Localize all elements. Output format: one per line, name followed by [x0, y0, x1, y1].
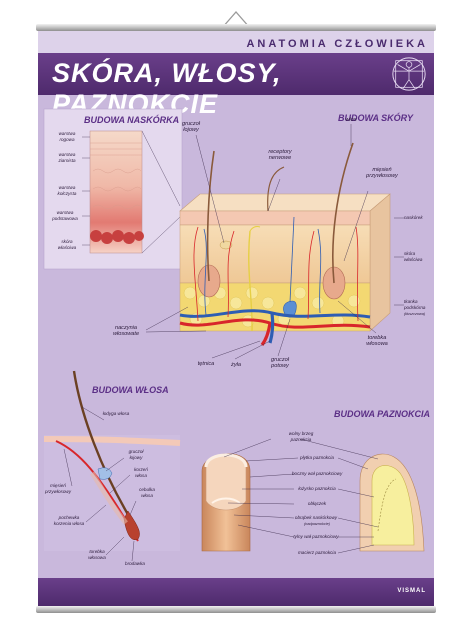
- label-hair-shaft: łodyga włosa: [102, 411, 130, 416]
- label-epidermis-layer: naskórek: [404, 215, 423, 220]
- hanging-cord: [221, 11, 251, 29]
- skin-side: [369, 193, 391, 332]
- label-arrector-muscle: mięsień przywłosowy: [366, 167, 398, 179]
- sebaceous-gland: [219, 240, 233, 250]
- hair-shaft-left: [206, 150, 215, 282]
- nail-plate: [205, 454, 247, 511]
- label-dermis-layer: skóra właściwa: [404, 251, 423, 262]
- label-hair-follicle: torebka włosowa: [366, 335, 388, 347]
- label-lateral-fold: boczny wał paznokciowy: [292, 471, 343, 476]
- label-vein: żyła: [231, 362, 241, 368]
- skin-block: [145, 124, 404, 360]
- top-rail: [36, 24, 436, 31]
- hair-panel: [43, 370, 181, 562]
- capillaries-blue: [203, 228, 322, 316]
- capillaries-red: [193, 226, 359, 322]
- label-lunula: obłączek: [307, 501, 327, 506]
- lunula: [211, 497, 241, 504]
- poster-hanger: [0, 0, 472, 40]
- label-cuticle: obrąbek naskórkowy: [294, 515, 338, 520]
- series-strip: ANATOMIA CZŁOWIEKA: [38, 31, 434, 56]
- hair-skin-surface: [43, 436, 181, 446]
- label-root-sheath: pochewka korzenia włosa: [53, 515, 85, 526]
- label-free-edge: wolny brzeg paznokcia: [288, 431, 314, 442]
- bottom-rail: [36, 606, 436, 613]
- hair-shaft-right: [332, 142, 354, 284]
- label-matrix: macierz paznokcia: [297, 550, 337, 555]
- publisher-logo: VISMAL: [397, 588, 426, 594]
- root-sheath: [89, 471, 128, 525]
- label-hair: włos: [345, 117, 357, 123]
- bottom-banner: VISMAL: [38, 578, 434, 606]
- label-nerve-receptors: receptory nerwowe: [268, 149, 292, 161]
- label-cuticle-note: (nadpaznokcie): [304, 522, 330, 526]
- basal-cells: [90, 230, 144, 244]
- label-stratum-granulosum: warstwa ziarnista: [58, 152, 76, 163]
- label-hair-follicle-2: torebka włosowa: [88, 549, 106, 560]
- label-subcutaneous: tkanka podskórna: [404, 299, 426, 310]
- hair-shaft: [72, 370, 140, 532]
- label-nail-bed: łożysko paznokcia: [298, 486, 336, 491]
- nail-panel: [201, 438, 425, 554]
- label-artery: tętnica: [197, 361, 215, 367]
- epidermis-panel: [43, 108, 183, 270]
- nail-free-edge: [204, 453, 248, 468]
- label-hair-bulb: cebulka włosa: [139, 487, 155, 498]
- hair-heading: BUDOWA WŁOSA: [92, 385, 169, 395]
- poster: ANATOMIA CZŁOWIEKA SKÓRA, WŁOSY, PAZNOKC…: [38, 31, 434, 606]
- label-hair-root: korzeń włosa: [134, 467, 148, 478]
- epidermis-heading: BUDOWA NASKÓRKA: [84, 115, 180, 125]
- label-stratum-corneum: warstwa rogowa: [58, 131, 76, 142]
- hair-leaders: [63, 406, 137, 562]
- hair-panel-bg: [44, 435, 180, 551]
- anatomy-illustrations: [43, 108, 425, 562]
- label-stratum-basale: warstwa podstawowa: [52, 210, 78, 221]
- hair-sebaceous-gland: [97, 467, 113, 480]
- label-subcutaneous-note: (tłuszczowa): [404, 312, 426, 316]
- label-dermis: skóra właściwa: [57, 239, 77, 250]
- epidermis-leaders: [82, 130, 181, 254]
- label-proximal-fold: tylny wał paznokciowy: [293, 534, 339, 539]
- cell-layer-lines: [90, 142, 142, 210]
- hair-bulb: [123, 510, 140, 541]
- skin-heading: BUDOWA SKÓRY: [338, 113, 414, 123]
- label-hair-muscle: mięsień przywłosowy: [44, 483, 72, 494]
- label-capillaries: naczynia włosowate: [112, 325, 140, 337]
- label-nail-plate: płytka paznokcia: [300, 455, 334, 460]
- skin-surface: [179, 193, 391, 212]
- nail-bed-section: [371, 465, 415, 546]
- series-title: ANATOMIA CZŁOWIEKA: [246, 38, 428, 50]
- vitruvian-man-icon: [392, 57, 426, 91]
- hair-shaft-middle: [267, 166, 285, 212]
- label-stratum-spinosum: warstwa kolczysta: [57, 185, 77, 196]
- skin-leaders: [145, 124, 404, 360]
- label-papilla: brodawka: [125, 561, 145, 566]
- label-hair-sebaceous: gruczoł łojowy: [128, 449, 144, 460]
- label-sweat-gland: gruczoł potowy: [270, 357, 290, 369]
- nail-leaders: [223, 438, 379, 554]
- label-sebaceous-gland: gruczoł łojowy: [181, 121, 201, 133]
- nail-heading: BUDOWA PAZNOKCIA: [334, 409, 430, 419]
